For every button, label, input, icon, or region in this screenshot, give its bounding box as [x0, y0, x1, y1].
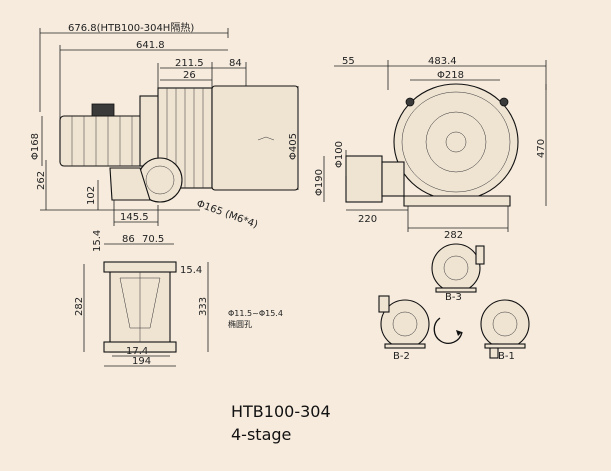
- dim-483-4: 483.4: [428, 56, 457, 67]
- dim-282-front: 282: [444, 230, 463, 241]
- model-title: HTB100-304: [231, 402, 331, 421]
- hole-note-1: Φ11.5~Φ15.4: [228, 309, 283, 318]
- terminal-box: [91, 103, 115, 117]
- dim-overall-insulated: 676.8(HTB100-304H隔热): [68, 21, 194, 34]
- front-outlet: [345, 155, 383, 203]
- dim-282-base: 282: [74, 297, 85, 316]
- dim-15-4-right: 15.4: [180, 265, 202, 276]
- dim-outlet-dia: Φ100: [334, 141, 345, 168]
- dim-262: 262: [36, 171, 47, 190]
- dim-outlet-190: Φ190: [314, 169, 325, 196]
- dim-17-4: 17.4: [126, 346, 148, 357]
- dim-102: 102: [86, 186, 97, 205]
- dim-casing-dia: Φ405: [288, 133, 299, 160]
- dim-220: 220: [358, 214, 377, 225]
- orientation-b1: B-1: [480, 299, 530, 362]
- label-b1: B-1: [498, 351, 515, 362]
- dim-211-5: 211.5: [175, 58, 204, 69]
- dim-inlet-dia: Φ218: [437, 70, 464, 81]
- dim-motor-dia: Φ168: [30, 133, 41, 160]
- dim-overall: 641.8: [136, 40, 165, 51]
- hole-note-2: 椭圆孔: [228, 319, 252, 329]
- dim-flange-dia: Φ165 (M6*4): [195, 198, 259, 230]
- rotation-arrow-icon: [433, 317, 463, 344]
- motor-body: [59, 115, 145, 167]
- dim-333: 333: [198, 297, 209, 316]
- dim-55: 55: [342, 56, 355, 67]
- casing-drum: [211, 85, 299, 191]
- dim-470: 470: [536, 139, 547, 158]
- dim-86: 86: [122, 234, 135, 245]
- side-view: 676.8(HTB100-304H隔热) 641.8 211.5 84 26: [30, 21, 299, 231]
- dim-145-5: 145.5: [120, 212, 149, 223]
- rotation-arrowhead-icon: [456, 330, 462, 336]
- dim-194: 194: [132, 356, 151, 367]
- label-b3: B-3: [445, 292, 462, 303]
- orientation-b2: B-2: [378, 295, 430, 362]
- label-b2: B-2: [393, 351, 410, 362]
- dim-70-5: 70.5: [142, 234, 164, 245]
- front-view: 55 483.4 Φ218 Φ100 Φ190 470 220 282: [314, 56, 547, 241]
- motor-flange: [139, 95, 161, 167]
- dim-26: 26: [183, 70, 196, 81]
- foot-bracket: [109, 167, 151, 201]
- base-view: 15.4 86 70.5 15.4 282 333 Φ11.5~Φ15.4 椭圆…: [74, 230, 283, 367]
- stage-subtitle: 4-stage: [231, 425, 292, 444]
- dim-84: 84: [229, 58, 242, 69]
- orientation-b3: B-3: [431, 243, 485, 303]
- dim-15-4-top: 15.4: [92, 230, 103, 252]
